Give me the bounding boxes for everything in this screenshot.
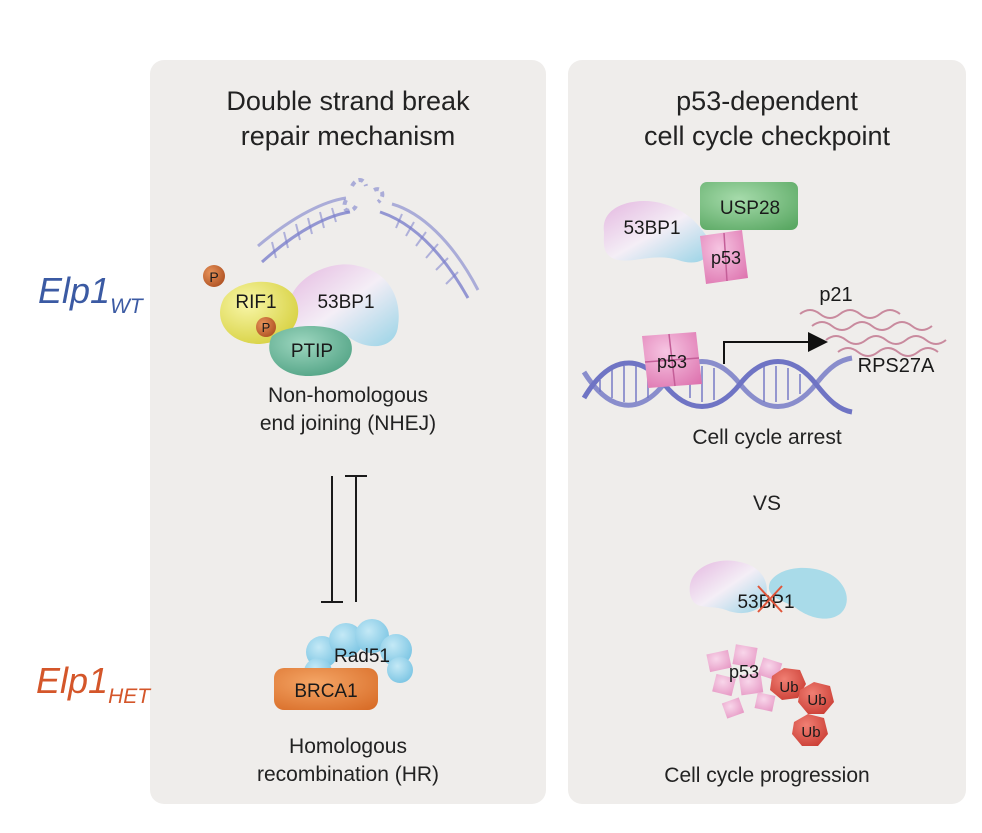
53bp1-label-left: 53BP1 [317,292,374,313]
p53-label-dna: p53 [657,352,687,372]
split-53bp1: 53BP1 [689,560,847,619]
rad51-label: Rad51 [334,646,390,667]
usp28-label: USP28 [720,198,780,219]
p21-label: p21 [819,284,852,306]
nhej-caption: Non-homologous end joining (NHEJ) [150,382,546,438]
right-panel-title: p53-dependent cell cycle checkpoint [568,84,966,154]
cell-cycle-arrest-caption: Cell cycle arrest [692,426,842,449]
phospho-rif1 [203,265,225,287]
dna-helix [581,355,853,415]
ptip-shape [269,325,352,376]
cell-cycle-progression-caption: Cell cycle progression [664,764,870,787]
brca1-shape [274,668,378,710]
ub-label-3: Ub [801,724,820,741]
rif1-label: RIF1 [235,292,276,313]
left-title-line2: repair mechanism [240,121,456,151]
rps27a-label: RPS27A [858,355,935,377]
ubiquitinated-p53: p53 Ub Ub Ub [706,644,834,746]
transcription-arrow [723,332,828,364]
ub-label-2: Ub [807,692,826,709]
nhej-complex: P P RIF1 53BP1 PTIP [203,264,399,376]
right-title-line1: p53-dependent [676,86,858,116]
left-panel-title: Double strand break repair mechanism [150,84,546,154]
right-title-line2: cell cycle checkpoint [643,121,891,151]
nhej-line1: Non-homologous [268,384,428,407]
p53-label-complex: p53 [711,248,741,268]
53bp1-shape [287,264,399,347]
nhej-line2: end joining (NHEJ) [259,412,437,435]
brca1-label: BRCA1 [294,681,357,702]
phospho-rif1-label: P [209,269,218,285]
hr-caption: Homologous recombination (HR) [150,733,546,789]
mutual-inhibition-arrows [321,475,367,603]
rif1-shape [220,281,299,344]
genotype-wt-base: Elp1 [38,270,111,311]
broken-dna-helix [257,178,480,299]
vs-label: VS [752,492,781,515]
ptip-label: PTIP [291,341,333,362]
transcripts [799,309,947,357]
ub-label-1: Ub [779,679,798,696]
hr-line1: Homologous [289,735,407,758]
genotype-het-sub: HET [108,685,151,708]
53bp1-label-complex: 53BP1 [623,218,680,239]
p53-label-degraded: p53 [729,662,759,682]
phospho-ptip-label: P [262,320,271,335]
genotype-wt-sub: WT [110,295,143,318]
genotype-het-base: Elp1 [36,660,109,701]
53bp1-usp28-p53-complex: 53BP1 USP28 p53 [603,182,798,284]
phospho-ptip [256,317,276,337]
genotype-label-wt: Elp1WT [38,270,143,319]
p53-on-dna: p53 [642,332,702,388]
genotype-label-het: Elp1HET [36,660,150,709]
hr-line2: recombination (HR) [256,763,440,786]
hr-complex: Rad51 BRCA1 [274,619,413,710]
left-title-line1: Double strand break [226,86,470,116]
